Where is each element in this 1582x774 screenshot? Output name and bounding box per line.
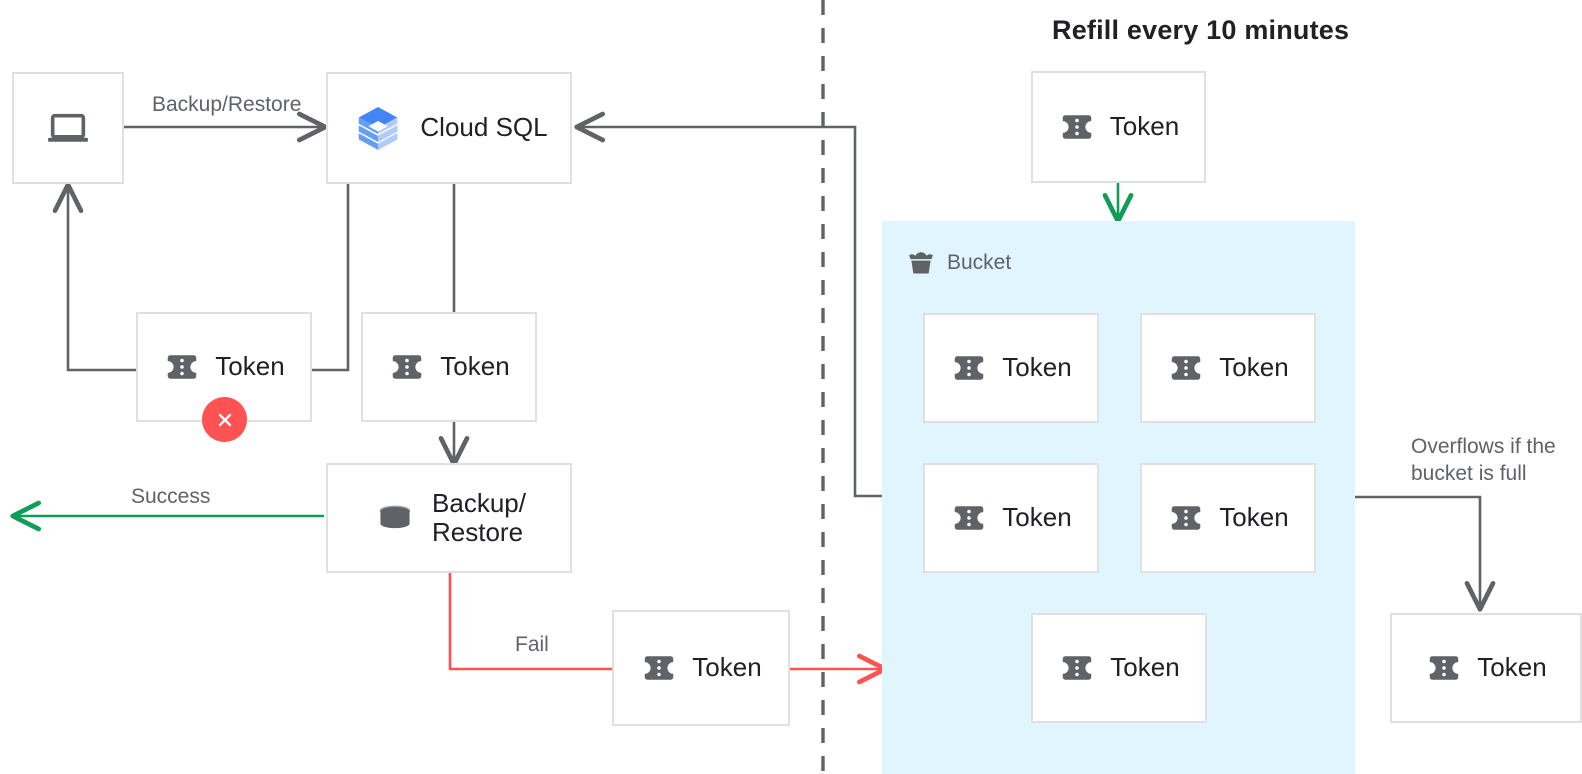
node-token-refill-label: Token [1109, 111, 1180, 142]
node-bucket-token-5[interactable]: Token [1031, 613, 1207, 723]
node-bucket-token-1-label: Token [1002, 352, 1072, 383]
bucket-tag: Bucket [904, 246, 1011, 280]
edge-label-fail: Fail [515, 633, 549, 656]
node-bucket-token-5-label: Token [1110, 652, 1180, 683]
token-icon [1058, 649, 1096, 687]
token-icon [1058, 108, 1096, 146]
node-bucket-token-4[interactable]: Token [1140, 463, 1316, 573]
token-icon [640, 649, 678, 687]
token-icon [388, 348, 426, 386]
node-cloud-sql-label: Cloud SQL [420, 112, 548, 143]
node-token-failed-label: Token [215, 351, 285, 382]
edge-label-overflow: Overflows if the bucket is full [1411, 435, 1556, 485]
token-icon [1425, 649, 1463, 687]
edge-label-success: Success [131, 485, 211, 508]
token-icon [163, 348, 201, 386]
node-token-consumed[interactable]: Token [361, 312, 537, 422]
node-backup-restore[interactable]: Backup/ Restore [326, 463, 572, 573]
node-bucket-token-3[interactable]: Token [923, 463, 1099, 573]
node-token-refill[interactable]: Token [1031, 71, 1206, 183]
node-backup-restore-label: Backup/ Restore [432, 487, 526, 547]
page-title: Refill every 10 minutes [1052, 15, 1350, 45]
edge-bucket-to-cloudsql [574, 111, 882, 498]
edge-overflow [1355, 495, 1496, 612]
node-token-consumed-label: Token [440, 351, 510, 382]
node-bucket-token-2-label: Token [1219, 352, 1289, 383]
node-token-overflow-label: Token [1477, 652, 1547, 683]
token-icon [1167, 499, 1205, 537]
node-token-fail-path-label: Token [692, 652, 762, 683]
node-bucket-token-3-label: Token [1002, 502, 1072, 533]
node-bucket-token-2[interactable]: Token [1140, 313, 1316, 423]
node-cloud-sql[interactable]: Cloud SQL [326, 72, 572, 184]
token-icon [950, 499, 988, 537]
node-client[interactable] [12, 72, 124, 184]
edge-label-backup-restore: Backup/Restore [152, 93, 302, 116]
node-bucket-token-4-label: Token [1219, 502, 1289, 533]
error-badge [202, 397, 247, 442]
database-cylinder-icon [372, 495, 418, 541]
token-icon [1167, 349, 1205, 387]
bucket-tag-label: Bucket [947, 251, 1012, 274]
bucket-icon [904, 246, 938, 280]
cloud-sql-icon [350, 100, 406, 156]
token-icon [950, 349, 988, 387]
laptop-icon [45, 105, 91, 151]
node-token-fail-path[interactable]: Token [612, 610, 790, 726]
node-bucket-token-1[interactable]: Token [923, 313, 1099, 423]
node-token-overflow[interactable]: Token [1390, 613, 1582, 723]
close-icon [218, 413, 231, 426]
